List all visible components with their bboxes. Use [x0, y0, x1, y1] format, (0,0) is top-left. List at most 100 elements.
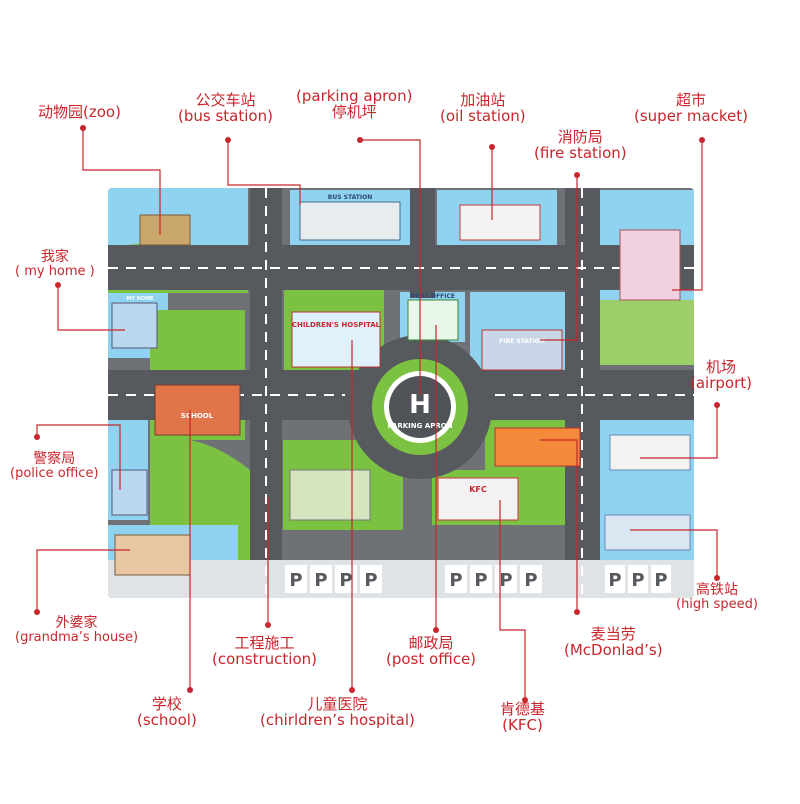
svg-text:P: P — [631, 570, 644, 591]
school-sign: SCHOOL — [181, 412, 214, 420]
school-en: (school) — [137, 710, 197, 729]
mcdonalds-zh: 麦当劳 — [590, 625, 636, 643]
high-speed-label: 高铁站 (high speed) — [676, 583, 758, 611]
svg-text:P: P — [364, 570, 377, 591]
bus-station-zh: 公交车站 — [195, 91, 256, 109]
school-building — [154, 384, 241, 436]
leader-dots — [34, 125, 720, 703]
svg-text:P: P — [474, 570, 487, 591]
post-office-zh: 邮政局 — [408, 634, 454, 652]
leader-lines — [36, 128, 718, 700]
school-label: 学校 (school) — [137, 696, 197, 729]
my-home-sign: MY HOME — [126, 296, 154, 302]
mcdonalds-label: 麦当劳 (McDonlad’s) — [564, 625, 663, 659]
zoo-leader — [82, 128, 161, 235]
construction-en: (construction) — [212, 649, 317, 668]
police-zh: 警察局 — [33, 451, 76, 467]
mcdonalds-building — [494, 427, 581, 467]
parking-apron-label: (parking apron) 停机坪 — [296, 87, 413, 121]
mcdonalds-en: (McDonlad’s) — [564, 640, 663, 659]
svg-text:P: P — [289, 570, 302, 591]
supermarket-en: (super macket) — [634, 106, 749, 125]
oil-station-label: 加油站 (oil station) — [440, 91, 526, 125]
svg-text:P: P — [524, 570, 537, 591]
bus-station-en: (bus station) — [178, 106, 273, 125]
helipad-sign: PARKING APRON — [387, 422, 452, 430]
post-office-label: 邮政局 (post office) — [386, 634, 477, 668]
zoo-label-text: 动物园(zoo) — [38, 103, 121, 121]
svg-text:P: P — [608, 570, 621, 591]
supermarket-label: 超市 (super macket) — [634, 91, 749, 125]
construction-label: 工程施工 (construction) — [212, 634, 317, 668]
kfc-leader — [499, 500, 526, 700]
fire-leader — [540, 175, 578, 341]
police-building — [111, 469, 148, 516]
kfc-label: 肯德基 (KFC) — [500, 700, 546, 734]
hospital-label: 儿童医院 (chirldren’s hospital) — [260, 695, 415, 729]
post-office-sign: POST OFFICE — [411, 293, 455, 300]
police-leader — [36, 424, 121, 490]
play-mat — [108, 188, 694, 598]
oil-station-zh: 加油站 — [460, 91, 506, 109]
my-home-zh: 我家 — [40, 249, 69, 265]
kfc-building — [437, 477, 519, 521]
parking-apron-en: (parking apron) — [296, 87, 413, 105]
fire-station-zh: 消防局 — [557, 128, 603, 146]
parking-apron-zh: 停机坪 — [331, 102, 377, 121]
high-speed-zh: 高铁站 — [695, 582, 738, 598]
my-home-building — [111, 302, 158, 349]
fire-station-label: 消防局 (fire station) — [534, 128, 627, 162]
zoo-gate — [139, 214, 191, 246]
svg-text:P: P — [449, 570, 462, 591]
hospital-en: (chirldren’s hospital) — [260, 710, 415, 729]
svg-text:P: P — [499, 570, 512, 591]
my-home-en: ( my home ) — [15, 263, 95, 279]
police-label: 警察局 (police office) — [10, 452, 99, 480]
fire-station-sign: FIRE STATION — [499, 338, 545, 345]
fire-station-building — [481, 329, 563, 371]
hospital-building — [291, 311, 381, 368]
fire-station-en: (fire station) — [534, 143, 627, 162]
grandma-house-en: (grandma’s house) — [15, 629, 139, 645]
oil-station-en: (oil station) — [440, 106, 526, 125]
bus-station-sign: BUS STATION — [328, 194, 372, 201]
grandma-house-label: 外婆家 (grandma’s house) — [15, 616, 138, 644]
high-speed-station-building — [604, 514, 691, 551]
home-leader — [57, 285, 125, 331]
kfc-zh: 肯德基 — [500, 700, 546, 718]
helipad-letter: H — [409, 390, 431, 420]
highspeed-leader — [630, 529, 718, 578]
construction-site — [289, 469, 371, 521]
supermarket-zh: 超市 — [676, 91, 707, 109]
supermarket-building — [619, 229, 681, 301]
post-office-building — [407, 299, 459, 341]
hospital-sign: CHILDREN'S HOSPITAL — [292, 321, 381, 329]
parking-letters: P P P P P P P P P P P — [289, 570, 667, 591]
grandma-leader — [36, 549, 130, 612]
airport-en: (airport) — [690, 373, 752, 392]
zoo-label: 动物园(zoo) — [38, 103, 121, 121]
my-home-label: 我家 ( my home ) — [15, 250, 95, 278]
construction-zh: 工程施工 — [234, 634, 295, 652]
airport-zh: 机场 — [705, 358, 736, 376]
apron-leader — [360, 139, 421, 395]
police-en: (police office) — [10, 465, 99, 481]
high-speed-en: (high speed) — [676, 596, 758, 612]
bus-leader — [227, 140, 301, 205]
grandma-house-zh: 外婆家 — [55, 615, 98, 631]
airport-building — [609, 434, 691, 471]
airport-leader — [640, 405, 718, 459]
hospital-zh: 儿童医院 — [307, 695, 368, 713]
grandma-house-building — [114, 534, 191, 576]
mcd-leader — [540, 439, 578, 612]
svg-text:P: P — [314, 570, 327, 591]
oil-station-building — [459, 204, 541, 241]
post-office-en: (post office) — [386, 649, 477, 668]
kfc-sign: KFC — [469, 485, 487, 494]
airport-label: 机场 (airport) — [690, 358, 752, 392]
svg-text:P: P — [654, 570, 667, 591]
bus-station-label: 公交车站 (bus station) — [178, 91, 273, 125]
super-leader — [672, 140, 703, 291]
